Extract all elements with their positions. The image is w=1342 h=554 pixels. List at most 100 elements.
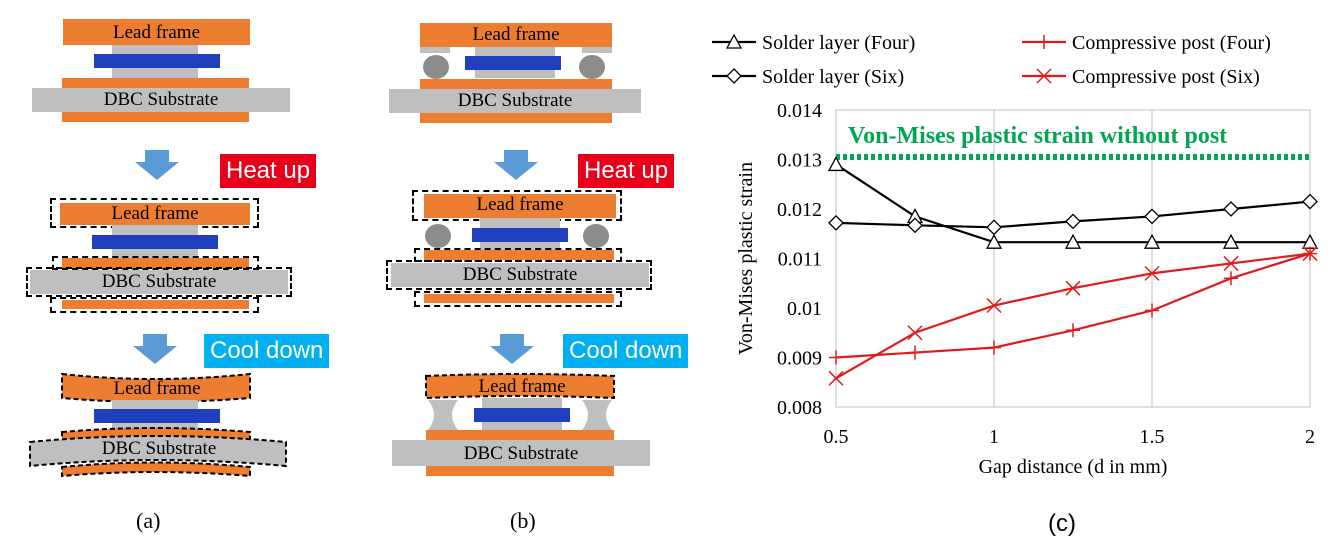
data-point — [1223, 255, 1239, 271]
y-tick-label: 0.011 — [778, 249, 822, 271]
lead-frame — [420, 23, 612, 47]
expansion-outline — [52, 256, 259, 270]
solder-layer — [480, 242, 560, 250]
copper-layer — [62, 258, 249, 268]
data-point — [985, 233, 1003, 249]
substrate-label: DBC Substrate — [101, 271, 217, 292]
copper-layer — [424, 250, 614, 260]
lead-frame — [424, 194, 616, 218]
y-tick-label: 0.008 — [777, 397, 822, 419]
lead-frame-label: Lead frame — [111, 203, 199, 224]
data-point — [828, 214, 844, 231]
copper-layer — [62, 112, 249, 122]
caption-b: (b) — [510, 508, 536, 533]
marker-stroke — [828, 370, 844, 386]
dbc-substrate — [391, 263, 649, 287]
compressive-post — [579, 55, 605, 79]
solder-layer — [480, 218, 560, 228]
down-arrow-icon — [133, 334, 177, 364]
data-point — [1302, 246, 1318, 262]
substrate-label: DBC Substrate — [103, 89, 219, 110]
lead-frame-label: Lead frame — [472, 24, 560, 45]
legend-label: Solder layer (Four) — [762, 32, 915, 54]
data-point — [1302, 193, 1318, 210]
data-point — [726, 68, 742, 84]
caption-c: (c) — [1048, 510, 1076, 537]
copper-layer — [420, 113, 612, 123]
solder-layer — [112, 225, 198, 236]
y-tick-label: 0.01 — [787, 298, 822, 320]
post-pad — [582, 47, 612, 53]
marker-stroke — [986, 297, 1002, 314]
post-pad — [420, 47, 450, 53]
heat-up-label: Heat up — [220, 154, 317, 188]
x-tick-label: 2 — [1305, 426, 1315, 448]
lead-frame — [63, 19, 250, 45]
solder-layer — [112, 45, 198, 55]
marker-stroke — [1065, 280, 1081, 296]
down-arrow-icon — [494, 150, 538, 180]
lead-frame-label: Lead frame — [478, 376, 566, 397]
data-point — [1066, 323, 1080, 338]
compressive-post — [425, 224, 451, 248]
chip — [94, 54, 220, 68]
copper-layer — [420, 79, 612, 89]
marker-stroke — [907, 325, 923, 341]
substrate-label: DBC Substrate — [462, 264, 578, 285]
chip — [465, 56, 561, 70]
data-point — [1065, 213, 1081, 230]
x-tick-label: 1.5 — [1140, 426, 1165, 448]
marker-stroke — [1223, 255, 1239, 271]
data-point — [907, 217, 923, 234]
dbc-substrate — [32, 88, 290, 112]
marker-stroke — [1036, 68, 1052, 84]
solder-layer — [475, 47, 555, 57]
x-tick-label: 1 — [989, 426, 999, 448]
expansion-outline — [26, 267, 292, 297]
compressive-post — [583, 224, 609, 248]
lead-frame-label: Lead frame — [112, 22, 201, 43]
cooled-stack — [392, 373, 650, 476]
data-point — [1037, 35, 1051, 49]
compressive-post — [423, 55, 449, 79]
x-axis-label: Gap distance (d in mm) — [979, 456, 1168, 478]
series-line — [835, 252, 1311, 359]
cool-down-label: Cool down — [563, 334, 689, 368]
solder-layer — [112, 249, 198, 258]
solder-layer — [112, 68, 198, 78]
y-tick-label: 0.009 — [777, 348, 822, 370]
data-point — [1224, 271, 1238, 286]
copper-layer — [424, 294, 614, 303]
chip — [472, 228, 568, 242]
copper-layer — [62, 78, 249, 88]
substrate-label: DBC Substrate — [457, 90, 573, 111]
x-tick-label: 0.5 — [824, 426, 849, 448]
expansion-outline — [414, 291, 622, 307]
data-point — [986, 219, 1002, 236]
data-point — [1036, 68, 1052, 84]
data-point — [1064, 233, 1082, 249]
y-tick-label: 0.014 — [777, 100, 822, 122]
data-point — [725, 33, 743, 49]
down-arrow-icon — [490, 334, 534, 364]
data-point — [829, 350, 843, 365]
down-arrow-icon — [135, 150, 179, 180]
expansion-outline — [50, 297, 259, 313]
lead-frame-label: Lead frame — [476, 194, 564, 215]
data-point — [1222, 233, 1240, 249]
lead-frame-label: Lead frame — [113, 378, 201, 399]
data-point — [1144, 265, 1160, 281]
caption-a: (a) — [136, 508, 161, 533]
marker-stroke — [1302, 246, 1318, 262]
data-point — [1145, 303, 1159, 318]
dbc-substrate — [30, 270, 288, 294]
marker-stroke — [1144, 265, 1160, 281]
solder-layer — [475, 70, 555, 78]
legend-label: Solder layer (Six) — [762, 66, 904, 88]
data-point — [907, 325, 923, 341]
expansion-outline — [386, 260, 652, 290]
legend-label: Compressive post (Six) — [1072, 66, 1260, 88]
data-point — [1143, 233, 1161, 249]
substrate-label: DBC Substrate — [101, 438, 217, 459]
